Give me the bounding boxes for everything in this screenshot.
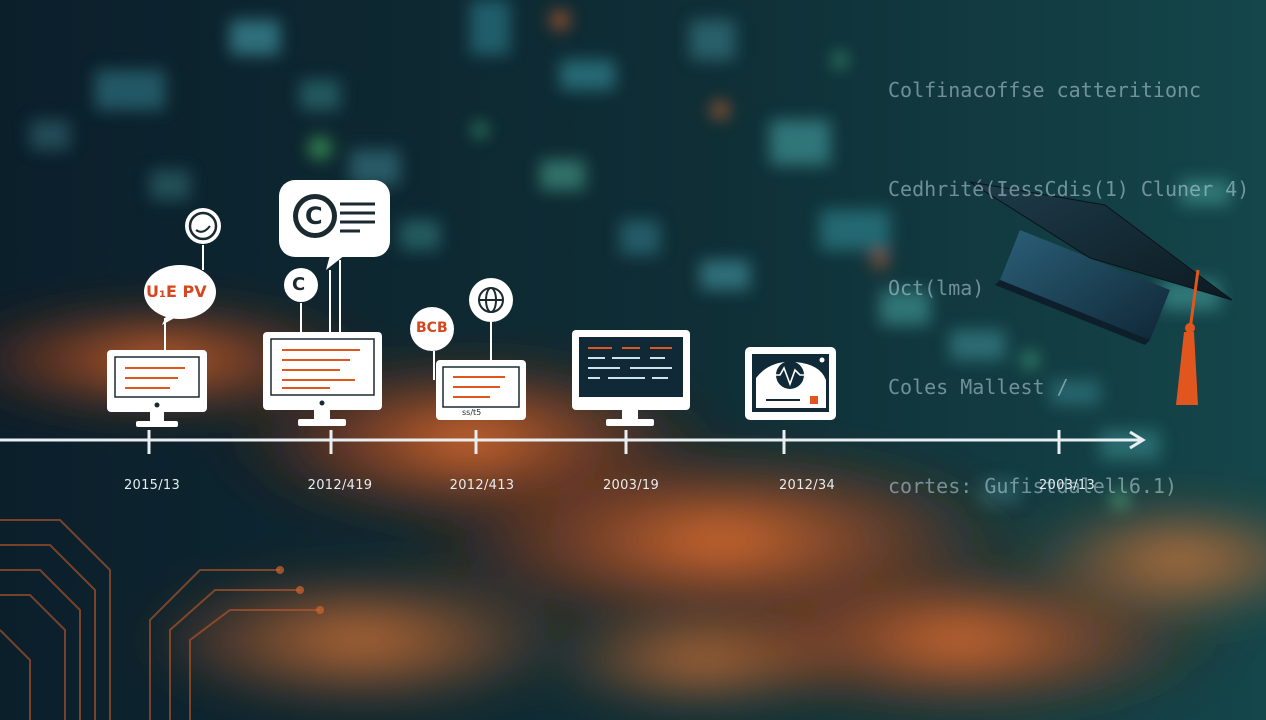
bubble-text-2: C	[292, 274, 306, 295]
monitor-3-label: ss/t5	[462, 408, 482, 417]
milestone-4	[572, 330, 690, 426]
code-line-2: Cedhrité(IessCdis(1) Cluner 4)	[888, 177, 1250, 201]
milestone-3	[410, 278, 526, 420]
milestone-2	[263, 180, 390, 426]
code-background-text: Colfinacoffse catteritionc Cedhrité(Iess…	[888, 8, 1249, 536]
timeline-axis	[0, 430, 1146, 454]
code-line-3: Oct(lma)	[888, 276, 985, 300]
code-line-4: Coles Mallest /	[888, 375, 1069, 399]
milestone-1	[107, 208, 221, 427]
c-language-icon: C	[305, 202, 323, 230]
bubble-text-3: BCB	[416, 320, 448, 336]
code-line-1: Colfinacoffse catteritionc	[888, 78, 1202, 102]
bubble-text-1: U₁E PV	[146, 282, 207, 301]
code-line-5: cortes: Gufistdalell6.1)	[888, 474, 1177, 498]
graduation-cap-icon	[969, 181, 1233, 405]
milestone-5	[745, 347, 836, 420]
